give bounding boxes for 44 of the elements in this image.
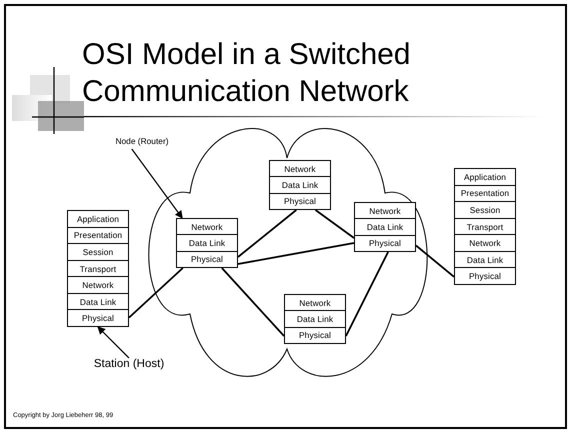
layer-label: Transport bbox=[68, 260, 128, 276]
layer-label: Network bbox=[298, 296, 332, 310]
layer-label: Physical bbox=[270, 192, 330, 209]
protocol-stack bbox=[176, 218, 238, 268]
protocol-stack bbox=[454, 168, 516, 285]
layer-label: Network bbox=[190, 220, 224, 234]
link-line bbox=[345, 252, 389, 336]
layer-label: Data Link bbox=[68, 292, 128, 310]
protocol-stack bbox=[354, 202, 416, 252]
layer-label: Data Link bbox=[270, 176, 330, 193]
layer-label: Network bbox=[68, 276, 128, 293]
protocol-stack bbox=[67, 210, 129, 327]
link-line bbox=[238, 242, 354, 265]
slide-title: OSI Model in a Switched Communication Network bbox=[82, 37, 412, 110]
layer-label: Physical bbox=[177, 250, 237, 267]
protocol-stack bbox=[269, 160, 331, 210]
layer-label: Physical bbox=[355, 234, 415, 251]
layer-label: Data Link bbox=[285, 310, 345, 327]
callout-label: Node (Router) bbox=[108, 136, 176, 149]
layer-label: Physical bbox=[285, 326, 345, 343]
layer-label: Network bbox=[368, 204, 402, 218]
link-line bbox=[415, 244, 455, 278]
leader-arrow bbox=[131, 148, 183, 219]
link-line bbox=[128, 267, 184, 318]
layer-label: Transport bbox=[455, 218, 515, 234]
protocol-stack bbox=[284, 294, 346, 344]
layer-label: Network bbox=[455, 234, 515, 251]
leader-arrow bbox=[97, 326, 130, 358]
layer-label: Application bbox=[76, 212, 120, 226]
layer-label: Data Link bbox=[177, 234, 237, 251]
link-line bbox=[314, 209, 355, 239]
layer-label: Data Link bbox=[455, 250, 515, 268]
layer-label: Presentation bbox=[455, 184, 515, 202]
layer-label: Session bbox=[68, 243, 128, 260]
link-line bbox=[237, 209, 297, 258]
layer-label: Application bbox=[462, 170, 508, 184]
callout-label: Station (Host) bbox=[90, 358, 168, 374]
layer-label: Physical bbox=[68, 309, 128, 326]
layer-label: Session bbox=[455, 201, 515, 218]
layer-label: Presentation bbox=[68, 226, 128, 244]
layer-label: Data Link bbox=[355, 218, 415, 235]
layer-label: Network bbox=[283, 162, 317, 176]
layer-label: Physical bbox=[455, 267, 515, 284]
link-line bbox=[221, 267, 285, 337]
